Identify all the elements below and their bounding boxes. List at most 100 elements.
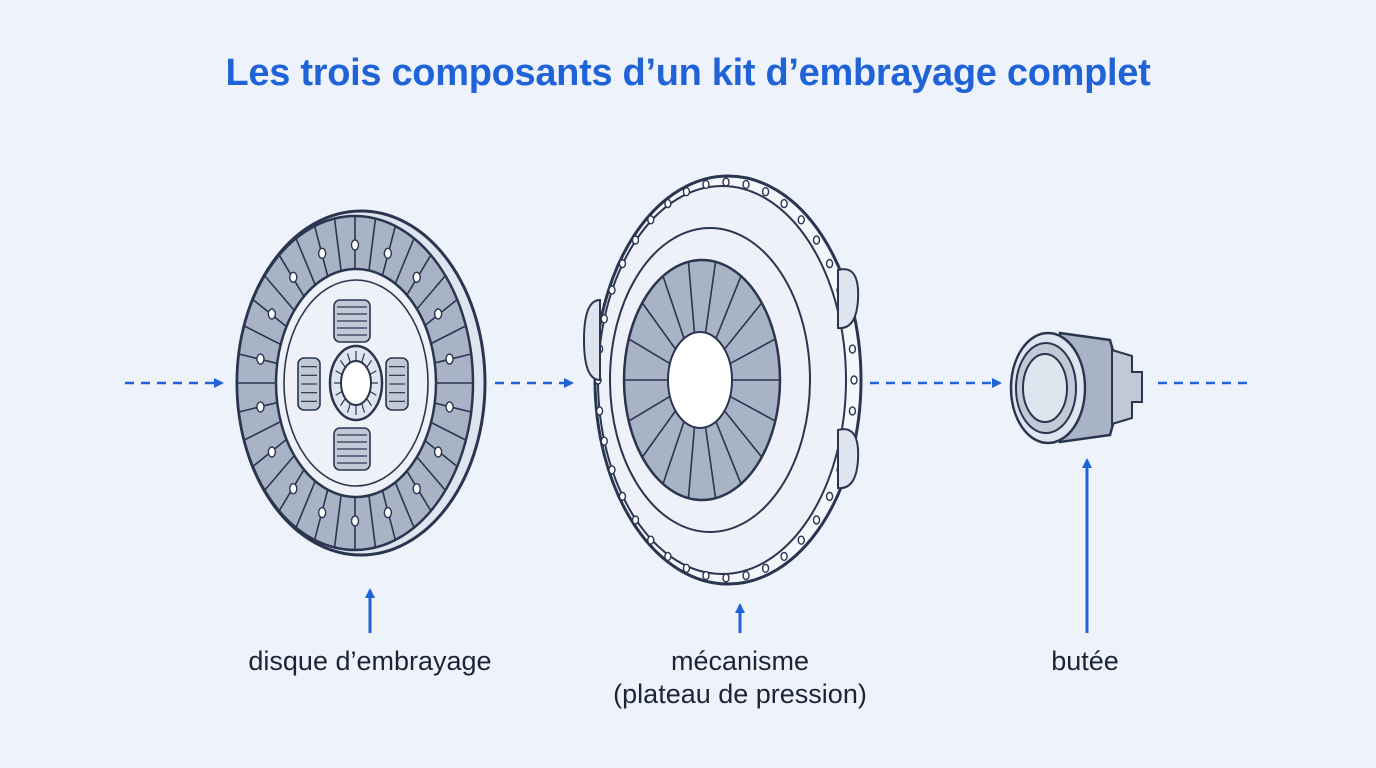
rivet <box>412 271 421 283</box>
friction-segment-line <box>243 325 281 345</box>
diaphragm-finger <box>687 427 696 499</box>
flange-hole <box>608 465 616 475</box>
rivet <box>256 401 265 413</box>
diaphragm-finger <box>687 261 696 333</box>
friction-segment-line <box>394 481 415 528</box>
friction-segment-line <box>243 421 281 441</box>
flange-hole <box>600 436 608 446</box>
release-bearing <box>1009 331 1143 445</box>
flange-hole <box>848 406 857 416</box>
flange-hole <box>722 177 730 187</box>
flange-hole <box>825 258 834 269</box>
clutch-disc <box>235 209 487 557</box>
hub-spline <box>369 390 377 396</box>
flange-hole <box>761 563 770 574</box>
flange-hole <box>780 551 788 562</box>
flange-hole <box>812 515 821 525</box>
diaphragm-finger <box>723 302 763 350</box>
friction-segment-line <box>368 218 377 271</box>
diaphragm-finger <box>704 427 717 499</box>
rivet <box>317 506 327 519</box>
flange-hole <box>761 186 770 197</box>
hub-spline <box>361 353 365 363</box>
label-release-bearing: butée <box>1010 645 1160 678</box>
flange-hole <box>797 215 805 225</box>
friction-segment-line <box>263 455 295 491</box>
friction-segment-line <box>295 238 316 285</box>
flange-hole <box>631 235 640 245</box>
flange-hole <box>702 179 710 190</box>
flange-hole <box>797 535 805 545</box>
flange-hole <box>850 375 858 385</box>
friction-segment-line <box>394 238 415 285</box>
label-clutch-disc: disque d’embrayage <box>200 645 540 678</box>
friction-segment-line <box>333 495 342 548</box>
friction-segment-line <box>415 455 447 491</box>
diaphragm-finger <box>641 410 677 458</box>
diaphragm-finger <box>662 421 685 485</box>
diaphragm-finger <box>723 410 763 458</box>
diaphragm-finger <box>715 275 742 339</box>
diaphragm-finger <box>662 275 685 339</box>
flange-hole <box>647 535 655 545</box>
hub-spline <box>361 403 365 413</box>
friction-segment-line <box>429 421 467 441</box>
rivet <box>445 353 454 365</box>
hub-spline <box>339 360 346 368</box>
diagram-title: Les trois composants d’un kit d’embrayag… <box>225 52 1151 94</box>
rivet <box>289 483 298 495</box>
flange-hole <box>848 344 857 354</box>
hub-spline <box>366 398 373 406</box>
rivet <box>383 506 393 519</box>
hub-spline <box>335 370 343 376</box>
hub-spline <box>366 360 373 368</box>
flange-hole <box>825 491 834 502</box>
flange-hole <box>742 179 750 190</box>
flange-hole <box>618 258 627 269</box>
rivet <box>289 271 298 283</box>
rivet <box>317 247 327 260</box>
rivet <box>267 308 277 320</box>
flange-hole <box>600 314 608 324</box>
label-release-bearing-text: butée <box>1051 646 1119 676</box>
friction-segment-line <box>295 481 316 528</box>
diaphragm-finger <box>628 338 671 365</box>
rivet <box>350 515 360 527</box>
hub-spline <box>335 390 343 396</box>
pressure-plate <box>582 174 863 586</box>
flange-hole <box>618 491 627 502</box>
flange-hole <box>812 235 821 245</box>
rivet <box>256 353 265 365</box>
flange-hole <box>664 551 672 562</box>
friction-segment-line <box>415 275 447 311</box>
rivet <box>383 247 393 260</box>
label-pressure-plate-line2: (plateau de pression) <box>613 679 867 709</box>
mount-tabs <box>582 268 860 490</box>
flange-hole <box>682 563 691 574</box>
flange-hole <box>742 570 750 581</box>
flange-hole <box>780 198 788 209</box>
flange-hole <box>631 515 640 525</box>
friction-segment-line <box>429 325 467 345</box>
rivet <box>433 446 443 458</box>
friction-segment-line <box>333 218 342 271</box>
rivet <box>433 308 443 320</box>
flange-hole <box>664 198 672 209</box>
hub-spline <box>339 398 346 406</box>
flange-hole <box>608 285 616 295</box>
hub-spline <box>369 370 377 376</box>
diaphragm-finger <box>729 338 776 365</box>
flange-hole <box>595 406 604 416</box>
diaphragm-finger <box>704 261 717 333</box>
label-clutch-disc-text: disque d’embrayage <box>248 646 492 676</box>
hub-spline <box>347 403 351 413</box>
flange-hole <box>682 186 691 197</box>
diaphragm-finger <box>641 302 677 350</box>
flange-hole <box>702 570 710 581</box>
rivet <box>412 483 421 495</box>
diaphragm-finger <box>628 395 671 422</box>
hub-spline <box>347 353 351 363</box>
rivet <box>267 446 277 458</box>
label-pressure-plate-line1: mécanisme <box>670 646 810 676</box>
